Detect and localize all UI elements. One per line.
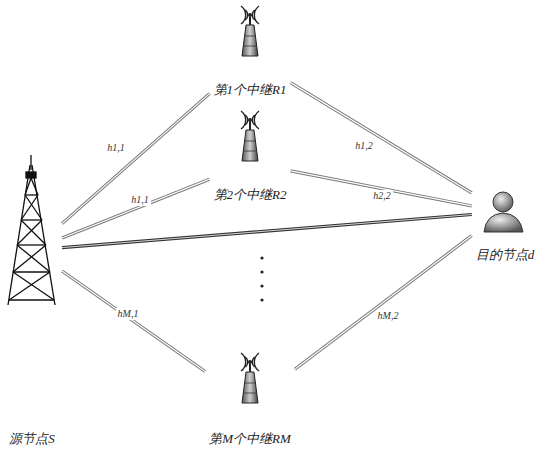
node-label: 第2个中继R2 [214, 187, 287, 203]
relay-node: 第2个中继R2 [210, 113, 291, 203]
source-node: 源节点S [2, 160, 62, 447]
node-label: 第M个中继RM [209, 431, 291, 447]
channel-link [290, 171, 471, 206]
relay-node: 第1个中继R1 [210, 8, 291, 98]
channel-line [62, 215, 472, 248]
channel-label: h2,2 [371, 190, 393, 202]
channel-line [62, 271, 205, 371]
channel-label: hM,1 [116, 308, 141, 320]
node-label: 源节点S [9, 431, 55, 447]
channel-line [295, 236, 472, 370]
channel-label: h1,2 [353, 140, 375, 152]
relay-antenna [241, 353, 259, 403]
channel-link [62, 271, 205, 371]
channel-line [290, 171, 471, 206]
channel-line [62, 94, 210, 224]
channel-label: hM,2 [376, 310, 401, 322]
ellipsis-dots [260, 256, 263, 301]
channel-line [62, 94, 210, 224]
person-icon [484, 192, 523, 232]
channel-link [295, 236, 472, 370]
channel-link [62, 179, 210, 238]
channel-link [62, 215, 472, 248]
channel-line [62, 179, 210, 238]
channel-line [62, 179, 210, 238]
tower-icon [8, 155, 55, 305]
channel-line [295, 236, 472, 370]
channel-link [62, 94, 210, 224]
relay-antenna [241, 6, 259, 56]
channel-label: h1,1 [129, 194, 151, 206]
channel-line [290, 171, 471, 206]
node-label: 目的节点d [476, 247, 535, 263]
channel-line [62, 271, 205, 371]
channel-line [62, 215, 472, 248]
channel-label: h1,1 [105, 142, 127, 154]
destination-node: 目的节点d [472, 185, 539, 263]
node-label: 第1个中继R1 [214, 82, 287, 98]
relay-node: 第M个中继RM [205, 355, 295, 447]
relay-antenna [241, 111, 259, 161]
